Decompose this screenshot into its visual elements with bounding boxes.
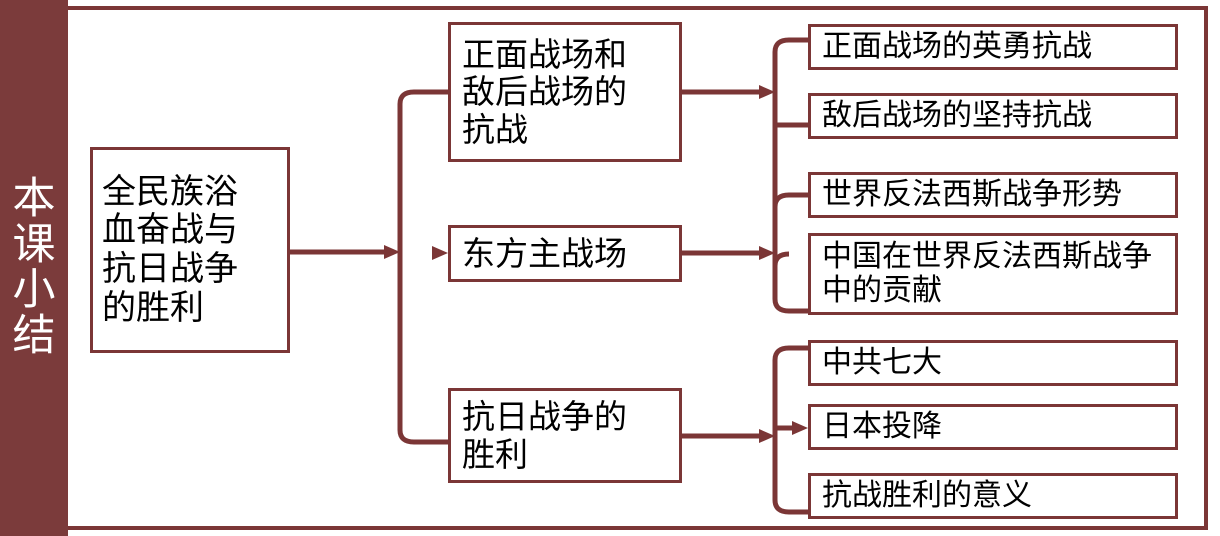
node-branch-2[interactable]: 东方主战场 bbox=[448, 225, 682, 282]
node-leaf-5-label: 中共七大 bbox=[822, 344, 942, 380]
node-branch-3-label: 抗日战争的 胜利 bbox=[462, 396, 627, 474]
node-leaf-1-label: 正面战场的英勇抗战 bbox=[822, 28, 1092, 64]
node-leaf-7-label: 抗战胜利的意义 bbox=[822, 477, 1032, 513]
node-branch-1[interactable]: 正面战场和 敌后战场的 抗战 bbox=[448, 22, 682, 162]
node-leaf-4-label: 中国在世界反法西斯战争 中的贡献 bbox=[822, 238, 1152, 308]
node-leaf-3-label: 世界反法西斯战争形势 bbox=[822, 176, 1122, 212]
node-leaf-7[interactable]: 抗战胜利的意义 bbox=[808, 473, 1178, 519]
node-root-label: 全民族浴 血奋战与 抗日战争 的胜利 bbox=[102, 171, 238, 328]
lesson-summary-band: 本 课 小 结 bbox=[0, 0, 68, 536]
node-branch-1-label: 正面战场和 敌后战场的 抗战 bbox=[462, 34, 627, 149]
node-leaf-2-label: 敌后战场的坚持抗战 bbox=[822, 97, 1092, 133]
node-branch-2-label: 东方主战场 bbox=[462, 233, 627, 273]
node-leaf-6[interactable]: 日本投降 bbox=[808, 404, 1178, 450]
node-branch-3[interactable]: 抗日战争的 胜利 bbox=[448, 388, 682, 483]
node-root[interactable]: 全民族浴 血奋战与 抗日战争 的胜利 bbox=[90, 147, 290, 353]
node-leaf-1[interactable]: 正面战场的英勇抗战 bbox=[808, 24, 1178, 70]
lesson-summary-label: 本 课 小 结 bbox=[12, 173, 56, 361]
node-leaf-4[interactable]: 中国在世界反法西斯战争 中的贡献 bbox=[808, 233, 1178, 315]
node-leaf-5[interactable]: 中共七大 bbox=[808, 340, 1178, 386]
node-leaf-3[interactable]: 世界反法西斯战争形势 bbox=[808, 172, 1178, 218]
node-leaf-2[interactable]: 敌后战场的坚持抗战 bbox=[808, 93, 1178, 139]
node-leaf-6-label: 日本投降 bbox=[822, 408, 942, 444]
